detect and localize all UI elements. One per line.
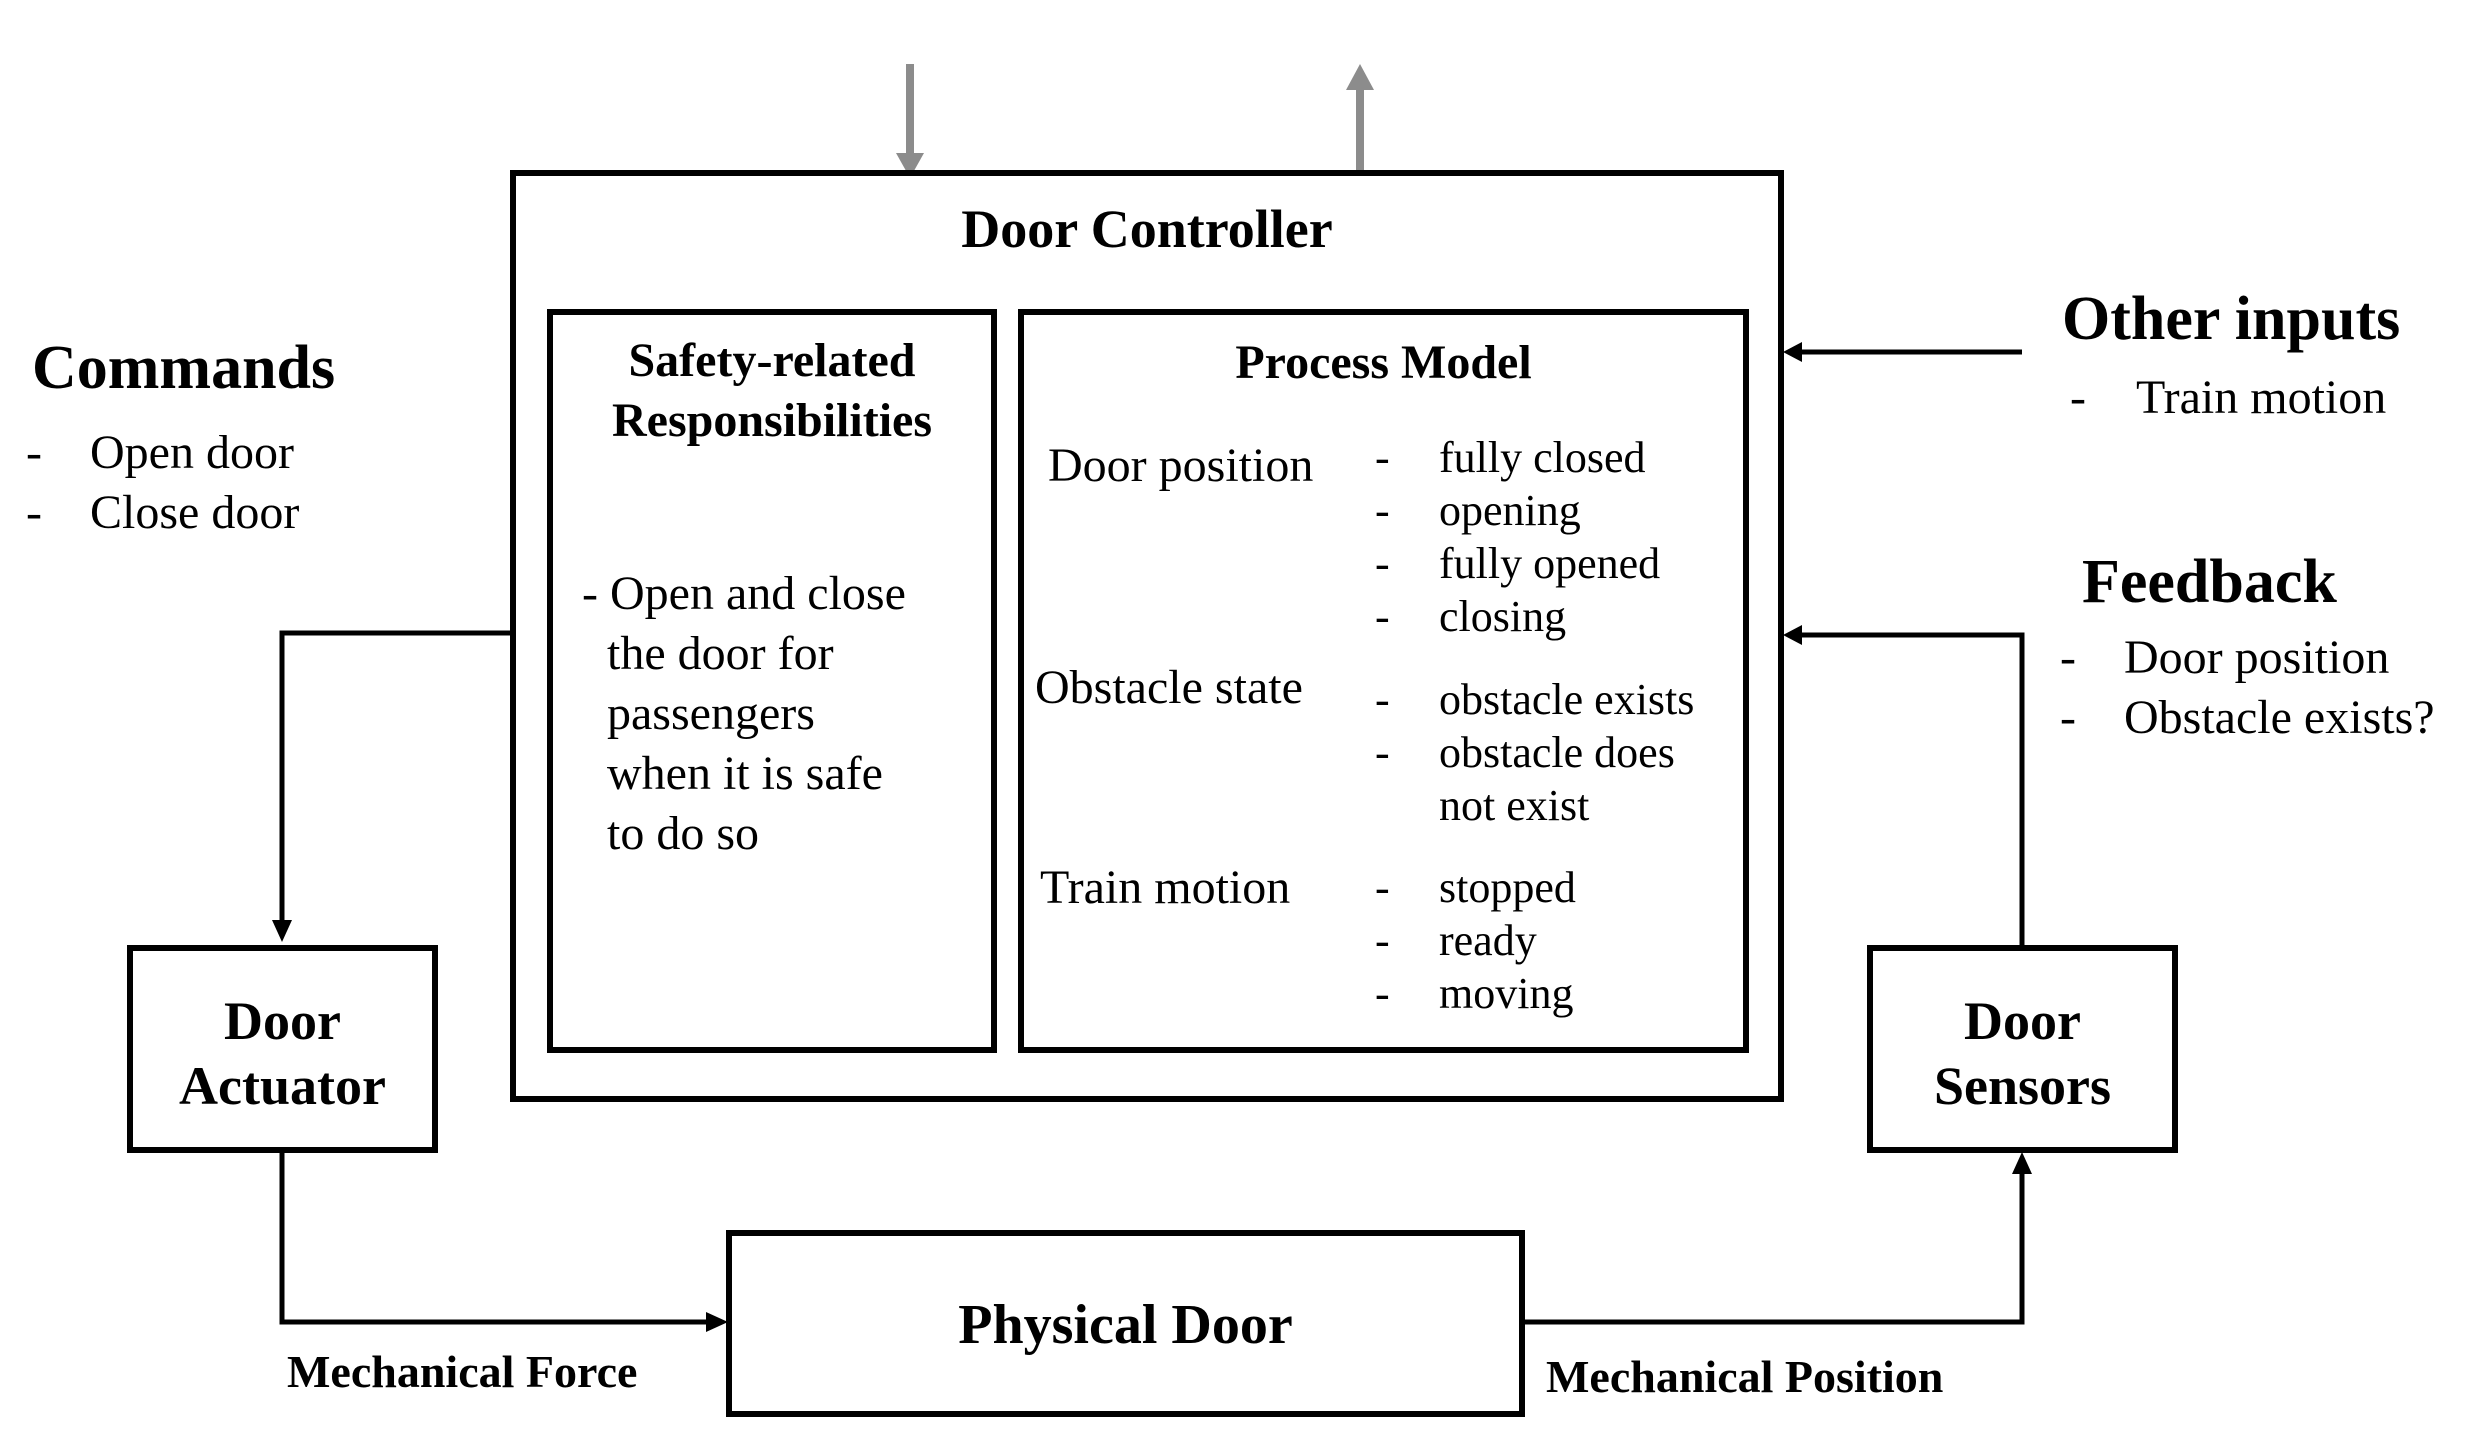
feedback-item: -Obstacle exists? (2060, 691, 2435, 744)
state-label: not exist (1439, 781, 1590, 830)
physical-door-title: Physical Door (958, 1294, 1293, 1356)
door-actuator-label-line1: Door (224, 991, 341, 1051)
state-label: fully closed (1439, 433, 1646, 482)
responsibilities-title-line2: Responsibilities (611, 394, 933, 447)
door-controller-title: Door Controller (961, 199, 1333, 259)
state-label: stopped (1439, 863, 1576, 912)
process-state: -closing (1375, 592, 1567, 641)
process-state: -fully opened (1375, 539, 1661, 588)
feedback-label: Obstacle exists? (2124, 691, 2435, 744)
process-state: -stopped (1375, 863, 1576, 912)
mechanical-force-label: Mechanical Force (287, 1346, 638, 1397)
process-variable-door-position: Door position (1048, 439, 1314, 492)
door-sensors-label-line1: Door (1964, 991, 2081, 1051)
process-state-continuation: not exist (1439, 780, 1589, 831)
responsibility-line: - Open and close (582, 567, 906, 620)
other-inputs-title: Other inputs (2062, 285, 2401, 353)
command-item: -Open door (26, 426, 294, 479)
process-variable-train-motion: Train motion (1040, 861, 1291, 914)
responsibilities-box (547, 309, 997, 1053)
process-state: -fully closed (1375, 433, 1646, 482)
physical-door-box (726, 1230, 1525, 1417)
state-label: obstacle does (1439, 728, 1675, 777)
command-label: Open door (90, 426, 294, 479)
responsibility-line: the door for (607, 627, 834, 680)
command-path (272, 630, 512, 942)
state-label: opening (1439, 486, 1581, 535)
door-sensors-label-line2: Sensors (1933, 1056, 2112, 1116)
mechanical-force-path (279, 1150, 728, 1332)
external-output-arrow (1346, 64, 1374, 172)
external-input-arrow (896, 64, 924, 178)
process-model-title: Process Model (1235, 336, 1532, 389)
feedback-item: -Door position (2060, 631, 2390, 684)
process-state: -obstacle exists (1375, 675, 1695, 724)
process-state: -ready (1375, 916, 1537, 965)
state-label: obstacle exists (1439, 675, 1695, 724)
command-label: Close door (90, 486, 300, 539)
command-item: -Close door (26, 486, 300, 539)
state-label: closing (1439, 592, 1567, 641)
door-actuator-label-line2: Actuator (179, 1056, 386, 1116)
state-label: fully opened (1439, 539, 1661, 588)
door-sensors-box (1867, 945, 2178, 1153)
mechanical-position-path (1522, 1152, 2032, 1325)
process-state: -moving (1375, 969, 1574, 1018)
feedback-path (1783, 625, 2025, 945)
other-input-item: -Train motion (2070, 371, 2387, 424)
responsibility-line: to do so (607, 807, 760, 860)
mechanical-position-label: Mechanical Position (1546, 1351, 1944, 1402)
door-actuator-box (127, 945, 438, 1153)
other-input-label: Train motion (2136, 371, 2387, 424)
process-variable-obstacle-state: Obstacle state (1035, 661, 1303, 714)
process-model-box (1018, 309, 1749, 1053)
state-label: moving (1439, 969, 1574, 1018)
other-inputs-arrow (1783, 342, 2022, 362)
commands-title: Commands (32, 334, 336, 402)
state-label: ready (1439, 916, 1537, 965)
responsibility-line: when it is safe (607, 747, 883, 800)
process-state: -obstacle does (1375, 728, 1675, 777)
responsibility-line: passengers (607, 687, 815, 740)
process-state: -opening (1375, 486, 1581, 535)
feedback-title: Feedback (2082, 548, 2337, 616)
responsibilities-title-line1: Safety-related (628, 334, 916, 387)
feedback-label: Door position (2124, 631, 2390, 684)
